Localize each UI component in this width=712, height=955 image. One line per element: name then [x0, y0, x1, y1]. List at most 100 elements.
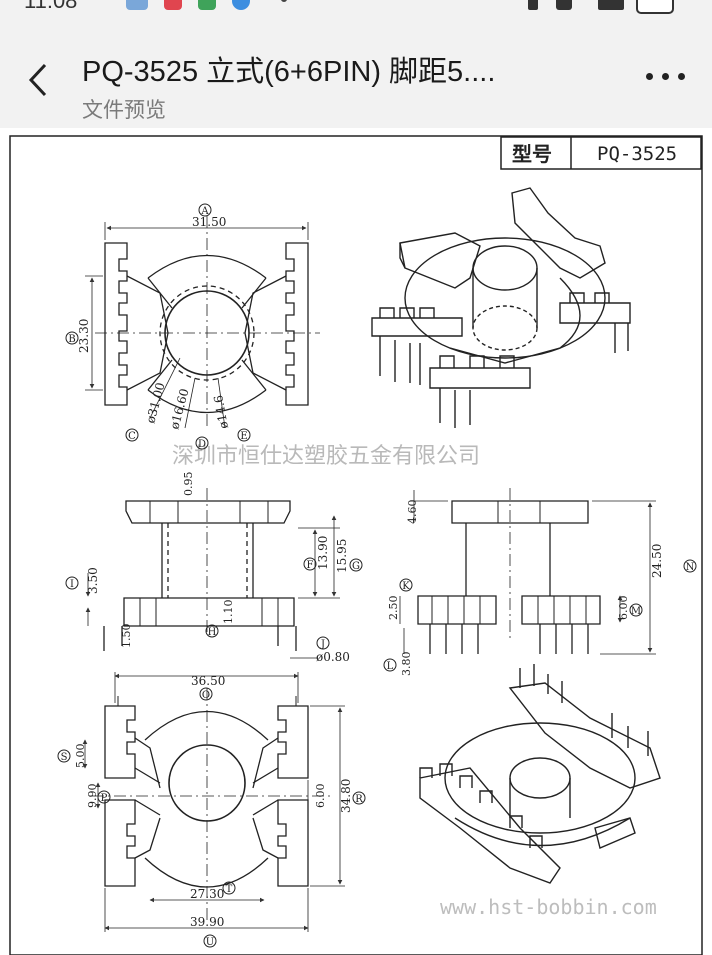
dim-pin-150: 1.50	[120, 624, 133, 649]
bottom-view-labels: 36.50 5.00 9.90 6.00 34.80 27.30 39.90	[74, 674, 353, 929]
dim-a: 31.50	[192, 215, 226, 229]
svg-text:A: A	[200, 206, 209, 217]
marker-g: G	[349, 558, 363, 572]
top-view	[85, 216, 320, 429]
dim-p: 9.90	[86, 784, 99, 809]
svg-text:C: C	[128, 431, 136, 442]
marker-i: I	[65, 576, 79, 590]
svg-text:N: N	[686, 562, 695, 573]
front-view-labels: 0.95 13.90 15.95 3.50 1.10 1.50 ø0.80	[86, 472, 350, 665]
message-notification-icon	[198, 0, 216, 10]
bottom-view	[82, 672, 345, 932]
marker-r: R	[352, 791, 366, 805]
svg-text:U: U	[206, 937, 214, 948]
svg-text:G: G	[352, 561, 360, 572]
watermark-company: 深圳市恒仕达塑胶五金有限公司	[172, 444, 480, 469]
model-title-block: 型号 PQ-3525	[500, 136, 702, 170]
dim-l: 3.80	[400, 652, 413, 677]
dim-h: 1.10	[222, 600, 235, 625]
side-view	[399, 488, 656, 655]
dim-g: 15.95	[335, 539, 349, 573]
svg-text:P: P	[101, 793, 108, 804]
technical-drawing: 型号 PQ-3525 31.50 23.30	[9, 135, 703, 955]
app-notification-icon	[164, 0, 182, 10]
marker-a: A	[198, 203, 212, 217]
dim-top-095: 0.95	[182, 472, 195, 497]
status-time: 11:08	[24, 0, 78, 13]
svg-text:O: O	[202, 690, 210, 701]
front-view	[85, 488, 340, 659]
svg-text:S: S	[61, 752, 68, 763]
status-bar: 11:08	[0, 0, 712, 14]
dim-c: ø31.00	[143, 381, 167, 425]
battery-icon	[636, 0, 674, 14]
document-preview[interactable]: 型号 PQ-3525 31.50 23.30	[0, 128, 712, 955]
marker-p: P	[97, 790, 111, 804]
network-icon	[126, 0, 148, 10]
back-button[interactable]	[26, 62, 50, 98]
reference-markers: A B C D E F G H I J K L M N O S P R T U	[57, 203, 697, 948]
dim-k: 2.50	[387, 596, 400, 621]
model-value: PQ-3525	[597, 143, 677, 165]
marker-d: D	[195, 436, 209, 450]
more-dot-icon	[646, 73, 653, 80]
svg-text:K: K	[402, 581, 410, 592]
bluetooth-icon	[528, 0, 538, 10]
dim-i: 3.50	[86, 567, 100, 594]
side-view-labels: 4.60 24.50 2.50 6.00 3.80	[387, 500, 664, 677]
dim-n: 24.50	[650, 544, 664, 578]
marker-j: J	[316, 636, 330, 650]
marker-m: M	[629, 603, 643, 617]
sheet-border	[9, 135, 703, 955]
marker-k: K	[399, 578, 413, 592]
marker-l: L	[383, 658, 397, 672]
signal-icon	[598, 0, 624, 10]
more-options-button[interactable]	[644, 70, 688, 84]
svg-text:H: H	[208, 627, 217, 638]
isometric-view-bottom	[419, 664, 661, 884]
dim-side-460: 4.60	[406, 500, 419, 525]
upload-icon	[232, 0, 250, 10]
marker-t: T	[222, 881, 236, 895]
marker-h: H	[205, 624, 219, 638]
app-bar: PQ-3525 立式(6+6PIN) 脚距5.... 文件预览	[0, 14, 712, 129]
svg-text:R: R	[355, 794, 363, 805]
dim-o: 36.50	[191, 674, 225, 688]
more-dot-icon	[678, 73, 685, 80]
more-notifications-icon	[281, 0, 287, 2]
dim-s: 5.00	[74, 744, 87, 769]
page-subtitle: 文件预览	[82, 98, 166, 122]
isometric-view-top	[371, 187, 631, 428]
svg-text:L: L	[387, 661, 394, 672]
more-dot-icon	[662, 73, 669, 80]
marker-b: B	[65, 331, 79, 345]
svg-text:T: T	[226, 884, 233, 895]
svg-text:B: B	[68, 334, 75, 345]
back-arrow-icon	[28, 63, 47, 97]
dim-u: 39.90	[190, 915, 224, 929]
dim-d: ø16.60	[167, 387, 191, 431]
top-view-labels: 31.50 23.30 ø31.00 ø16.60 ø14.6	[77, 215, 231, 431]
marker-e: E	[237, 428, 251, 442]
marker-s: S	[57, 749, 71, 763]
svg-text:M: M	[631, 606, 641, 617]
marker-n: N	[683, 559, 697, 573]
dim-m: 6.00	[617, 596, 630, 621]
svg-text:J: J	[320, 639, 325, 650]
dim-j: ø0.80	[316, 650, 350, 664]
dim-b: 23.30	[77, 319, 91, 353]
dim-t: 27.30	[190, 887, 224, 901]
model-label: 型号	[512, 142, 552, 166]
svg-text:I: I	[70, 579, 74, 590]
svg-text:F: F	[307, 560, 314, 571]
dim-r: 34.80	[339, 779, 353, 813]
watermark-url: www.hst-bobbin.com	[440, 895, 657, 919]
marker-c: C	[125, 428, 139, 442]
marker-u: U	[203, 934, 217, 948]
marker-o: O	[199, 687, 213, 701]
nfc-icon	[556, 0, 572, 10]
dim-q: 6.00	[314, 784, 327, 809]
dim-f: 13.90	[316, 536, 330, 570]
dim-e: ø14.6	[211, 394, 231, 430]
svg-text:D: D	[198, 439, 206, 450]
